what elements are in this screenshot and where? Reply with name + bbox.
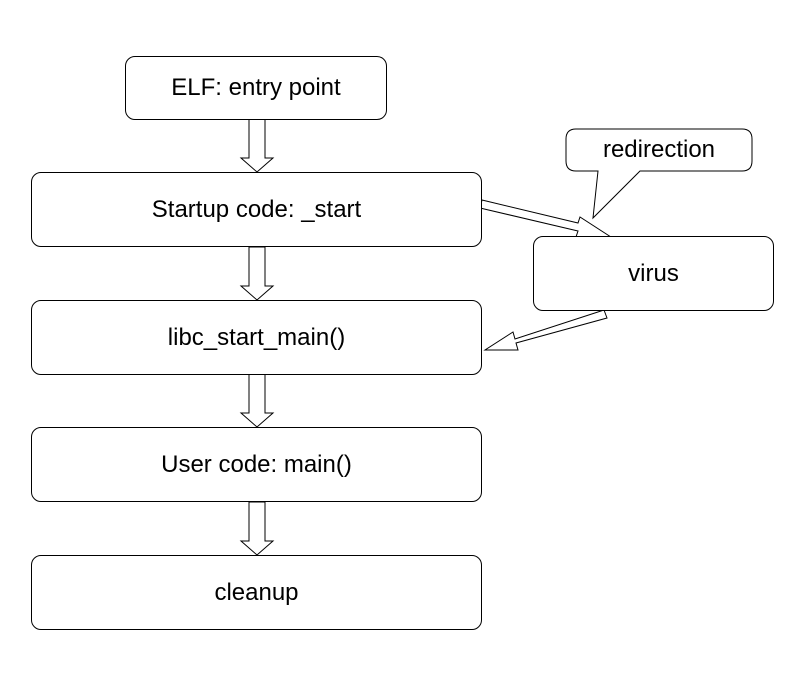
arrow-entry-to-start: [239, 118, 275, 173]
cleanup-label: cleanup: [214, 578, 299, 606]
arrow-main-to-cleanup: [239, 501, 275, 556]
virus-label: virus: [628, 259, 679, 287]
arrow-libc-to-main: [239, 373, 275, 428]
virus-box: virus: [533, 236, 774, 311]
entry-point-box: ELF: entry point: [125, 56, 387, 120]
startup-code-box: Startup code: _start: [31, 172, 482, 247]
arrow-virus-to-libc: [483, 309, 608, 351]
user-code-box: User code: main(): [31, 427, 482, 502]
arrow-start-to-libc: [239, 246, 275, 301]
redirection-label: redirection: [602, 136, 716, 163]
cleanup-box: cleanup: [31, 555, 482, 630]
entry-point-label: ELF: entry point: [171, 74, 341, 101]
redirection-callout: [565, 128, 753, 220]
user-code-label: User code: main(): [161, 450, 352, 478]
libc-start-main-label: libc_start_main(): [167, 323, 346, 351]
libc-start-main-box: libc_start_main(): [31, 300, 482, 375]
startup-code-label: Startup code: _start: [151, 195, 362, 223]
